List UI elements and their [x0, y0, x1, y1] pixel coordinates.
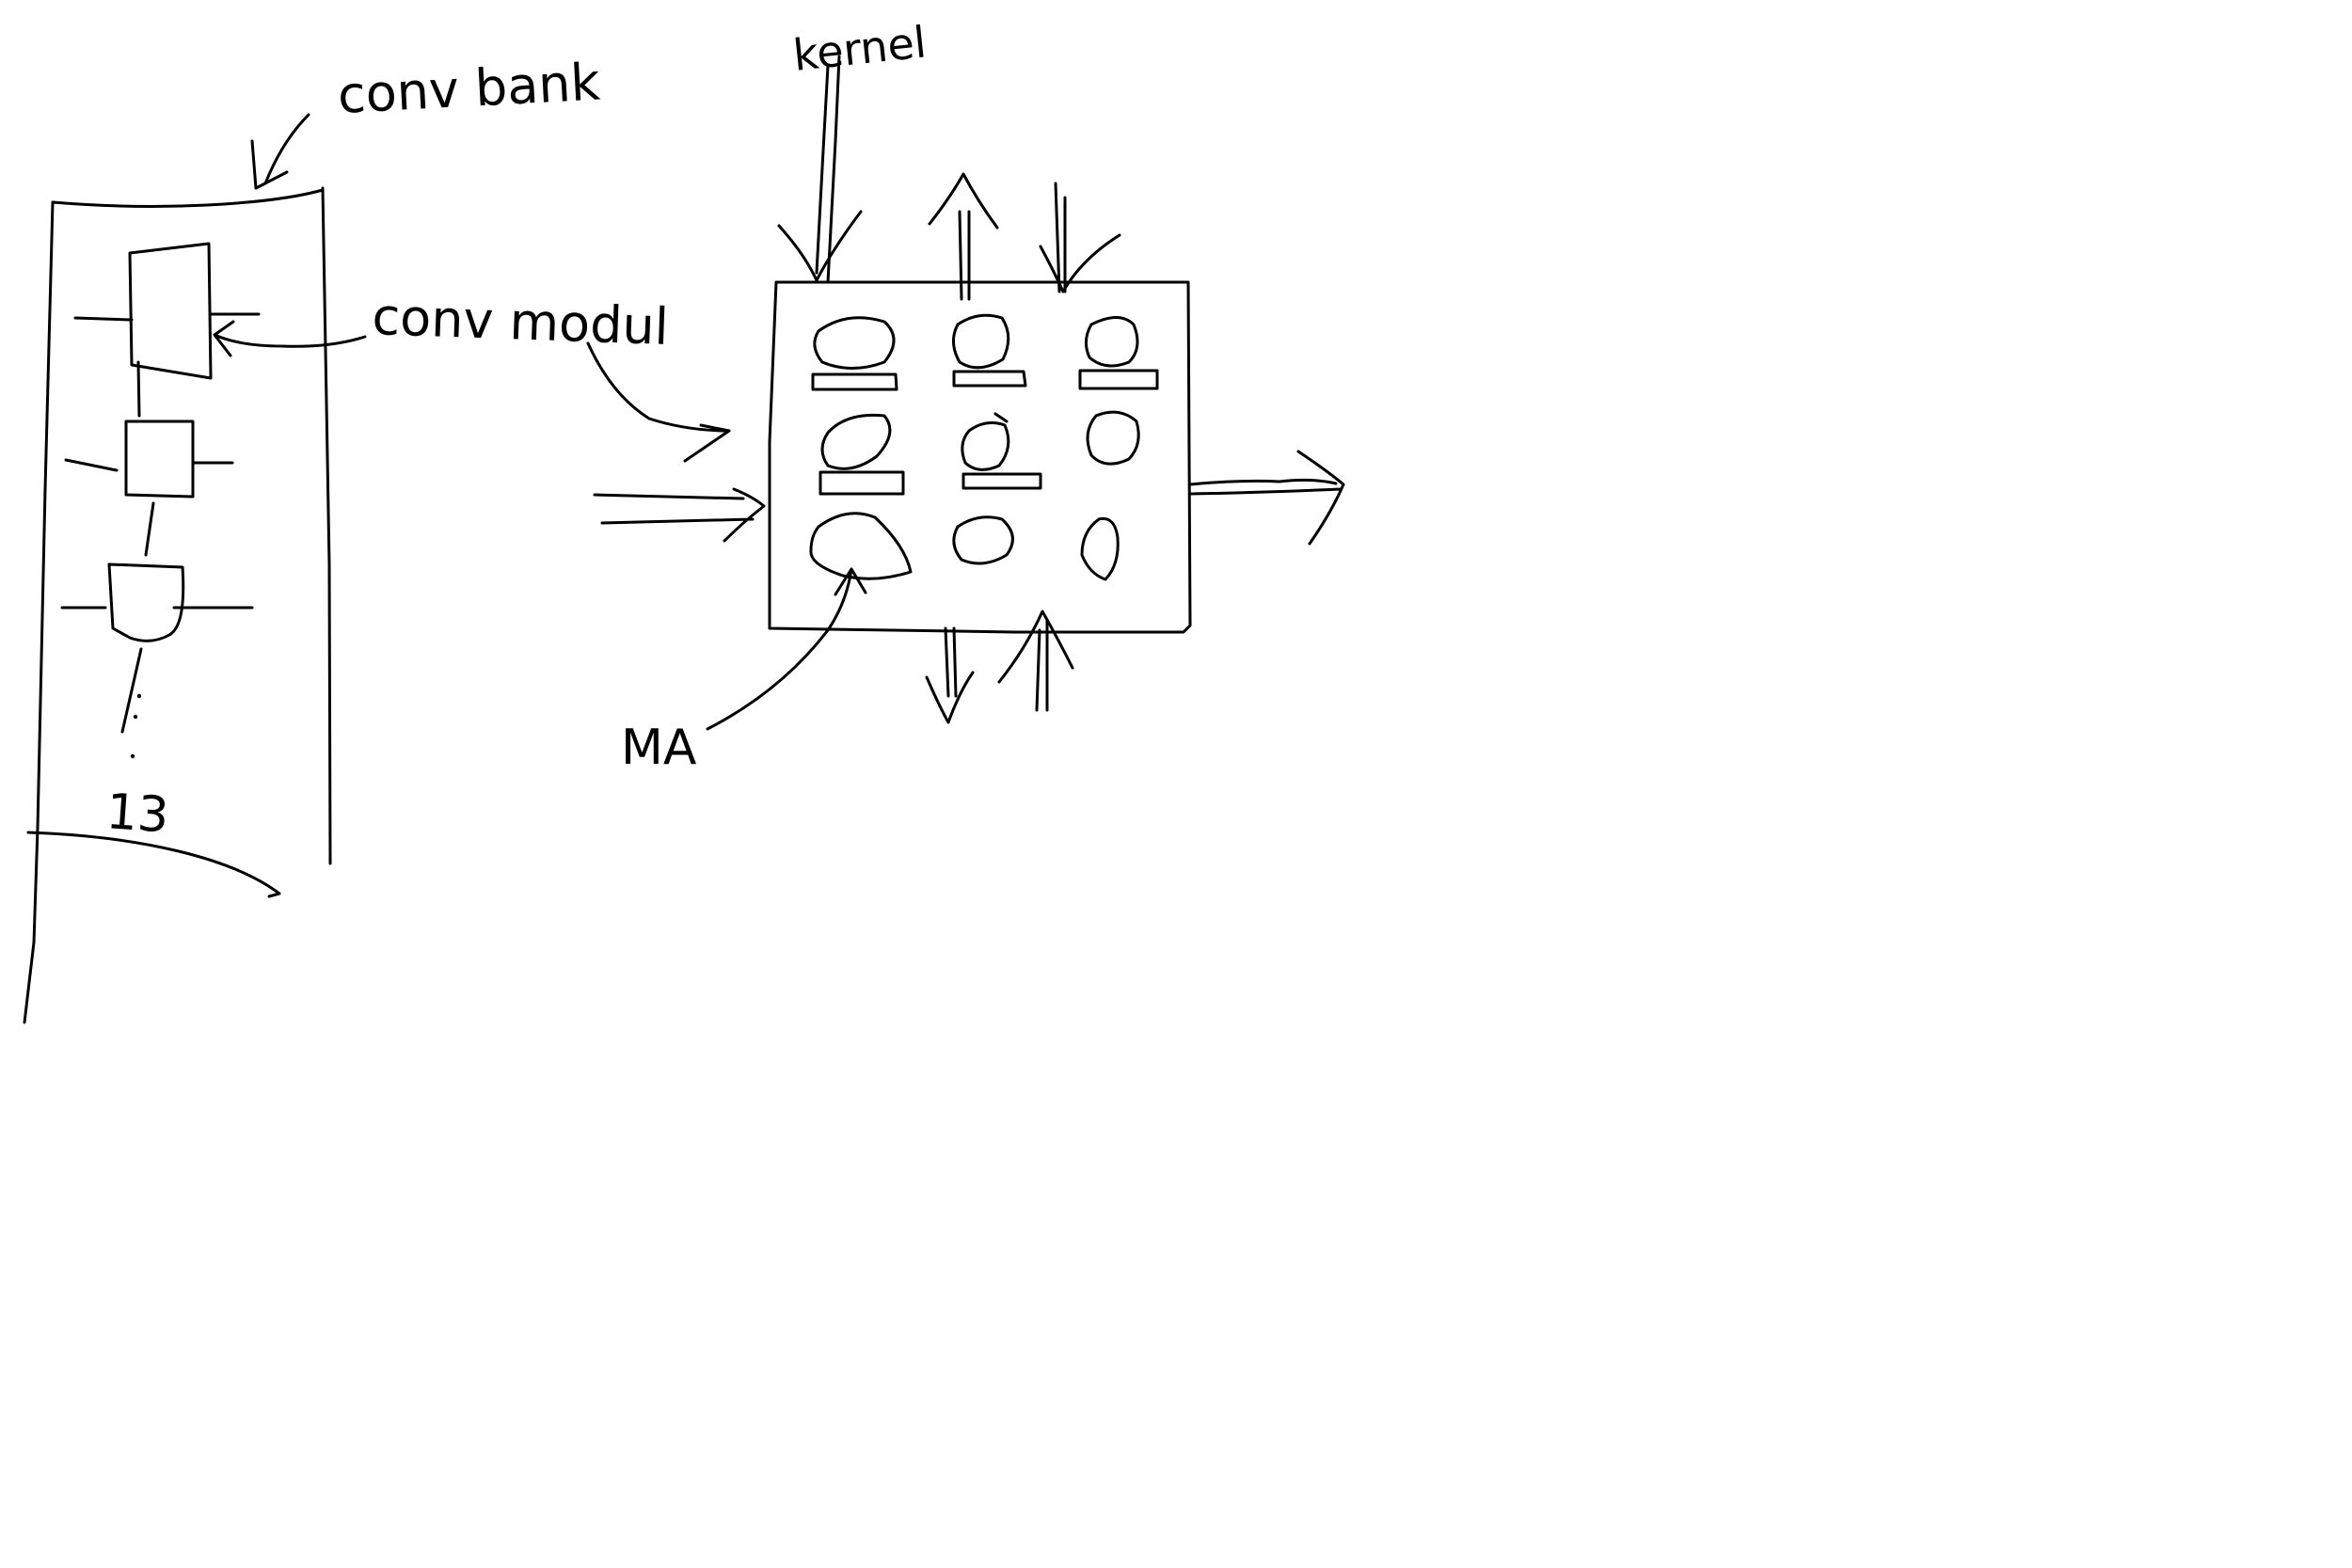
- conv-module-pointer-arrow: [213, 320, 367, 357]
- ma-cell: [952, 515, 1014, 565]
- ma-cell: [961, 412, 1010, 471]
- right-output-arrow: [1188, 450, 1345, 546]
- conv-module-to-detail-arrow: [586, 341, 731, 463]
- ma-cell: [1085, 316, 1139, 368]
- conv-bank-bottom-edge: [26, 831, 281, 898]
- top-output-arrow: [928, 172, 999, 301]
- kernel-input-arrow: [777, 55, 863, 284]
- conv-module-shape-1: [73, 242, 261, 418]
- ma-pointer-arrow: [706, 567, 867, 731]
- conv-module-shape-3: [60, 562, 254, 734]
- bottom-input-arrow: [997, 610, 1074, 712]
- ma-cell: [952, 313, 1010, 370]
- continuation-dots: [130, 693, 142, 759]
- ma-cell: [1086, 410, 1140, 466]
- ma-cell-register: [952, 370, 1027, 388]
- ma-cell: [820, 413, 892, 470]
- top-input-arrow: [1039, 182, 1121, 293]
- conv-module-shape-2: [64, 420, 234, 557]
- conv-bank-label: conv bank: [336, 52, 602, 125]
- kernel-label: kernel: [791, 16, 930, 81]
- conv-bank-right-edge: [321, 186, 332, 865]
- left-input-arrow: [593, 487, 766, 543]
- ma-label: MA: [621, 720, 697, 776]
- ma-cell: [809, 512, 913, 580]
- module-count-label: 13: [104, 784, 170, 844]
- ma-cell-register: [1078, 369, 1159, 390]
- ma-cell-register: [811, 372, 898, 391]
- bottom-output-arrow: [925, 626, 975, 724]
- conv-bank-pointer-arrow: [250, 113, 310, 190]
- ma-cell-register: [961, 472, 1042, 490]
- conv-module-label: conv modul: [372, 287, 670, 356]
- ma-cell: [813, 316, 896, 370]
- conv-module-outline: [768, 280, 1192, 634]
- ma-cell-register: [818, 470, 905, 496]
- ma-cell-grid: [809, 313, 1159, 581]
- conv-bank-outline: [23, 200, 55, 1024]
- conv-module-detail: kernel: [586, 16, 1345, 724]
- conv-bank: 13: [23, 186, 332, 1024]
- ma-cell: [1080, 516, 1120, 581]
- conv-bank-top-edge: [51, 188, 325, 208]
